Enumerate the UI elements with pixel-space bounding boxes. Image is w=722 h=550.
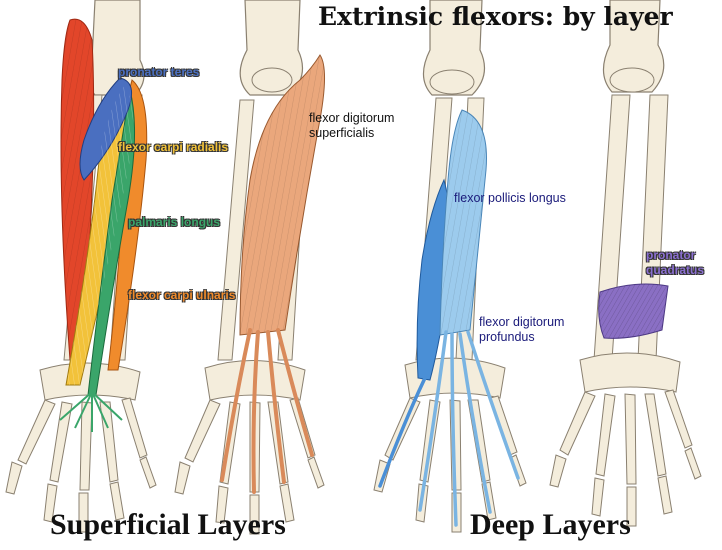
radius-bone-2 bbox=[217, 99, 255, 361]
muscle-fibers-overlay-1 bbox=[66, 85, 134, 385]
label-pq-line1: pronator bbox=[646, 248, 696, 262]
label-fds-line2: superficialis bbox=[309, 126, 375, 140]
panel-superficial-colored bbox=[5, 0, 157, 533]
humerus-bone-1 bbox=[87, 0, 145, 96]
label-flexor-carpi-ulnaris: flexor carpi ulnaris bbox=[128, 288, 236, 302]
palmaris-aponeurosis bbox=[59, 391, 123, 432]
elbow-condyle-4 bbox=[609, 67, 655, 93]
label-fdp-line2: profundus bbox=[479, 330, 535, 344]
fds-tendons bbox=[220, 328, 314, 494]
hand-bones-4 bbox=[549, 352, 702, 527]
label-flexor-carpi-radialis: flexor carpi radialis bbox=[118, 140, 229, 154]
fpl-tendon bbox=[378, 376, 427, 488]
panel-deep-pq bbox=[549, 0, 702, 527]
caption-superficial-layers: Superficial Layers bbox=[50, 508, 286, 541]
label-pronator-teres: pronator teres bbox=[118, 65, 200, 79]
pronator-quadratus-fibers bbox=[598, 284, 668, 339]
elbow-condyle-3 bbox=[429, 69, 475, 95]
caption-deep-layers: Deep Layers bbox=[470, 508, 631, 541]
label-flexor-pollicis-longus: flexor pollicis longus bbox=[454, 191, 566, 205]
panel-deep-fdp bbox=[373, 0, 527, 533]
elbow-condyle-2 bbox=[251, 67, 293, 93]
hand-bones-1 bbox=[5, 362, 157, 533]
fdp-muscle-fibers bbox=[440, 110, 487, 335]
fdp-tendons bbox=[418, 330, 520, 527]
label-fds-line1: flexor digitorum bbox=[309, 111, 395, 125]
fds-muscle-fibers bbox=[240, 55, 325, 335]
humerus-bone-3 bbox=[422, 0, 486, 96]
label-palmaris-longus: palmaris longus bbox=[128, 215, 221, 229]
diagram-title: Extrinsic flexors: by layer bbox=[318, 2, 673, 31]
panel-superficial-fds bbox=[174, 0, 326, 535]
label-fdp-line1: flexor digitorum bbox=[479, 315, 565, 329]
humerus-bone-4 bbox=[602, 0, 665, 93]
label-pq-line2: quadratus bbox=[646, 263, 705, 277]
